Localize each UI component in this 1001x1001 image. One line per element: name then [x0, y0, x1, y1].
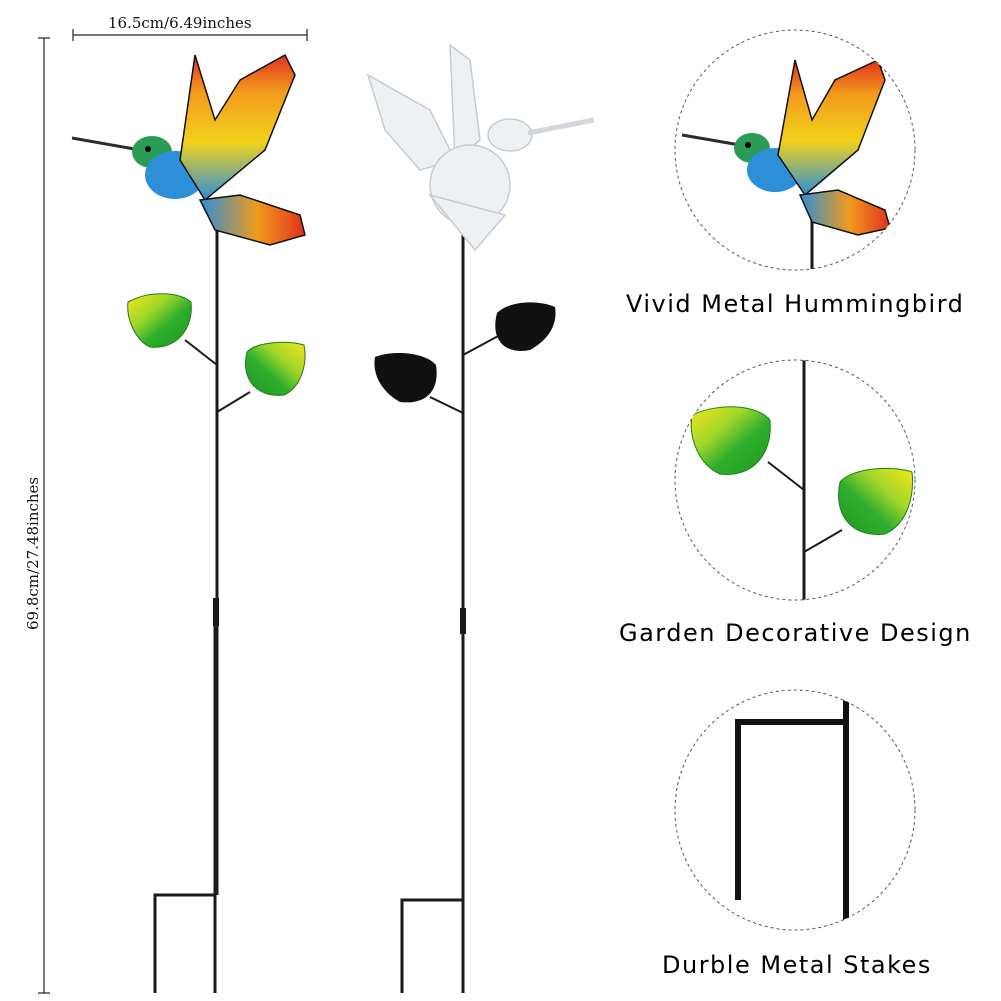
green-leaf: [245, 341, 306, 396]
black-leaf: [495, 302, 556, 351]
height-dimension-line: [38, 37, 50, 994]
feature-caption-stakes: Durble Metal Stakes: [662, 951, 932, 979]
feature-caption-hummingbird: Vivid Metal Hummingbird: [626, 290, 965, 318]
stake-detail-circle: [674, 689, 916, 931]
black-leaf: [374, 353, 437, 403]
colored-hummingbird-stake: [71, 53, 306, 993]
width-dimension-label: 16.5cm/6.49inches: [108, 14, 252, 32]
width-dimension-line: [72, 29, 308, 41]
green-leaf: [127, 293, 192, 348]
leaf-detail-circle: [674, 359, 916, 601]
clear-hummingbird-stake: [366, 43, 595, 993]
height-dimension-label: 69.8cm/27.48inches: [24, 476, 42, 630]
hummingbird-detail-circle: [674, 29, 916, 271]
feature-caption-leaves: Garden Decorative Design: [619, 619, 972, 647]
